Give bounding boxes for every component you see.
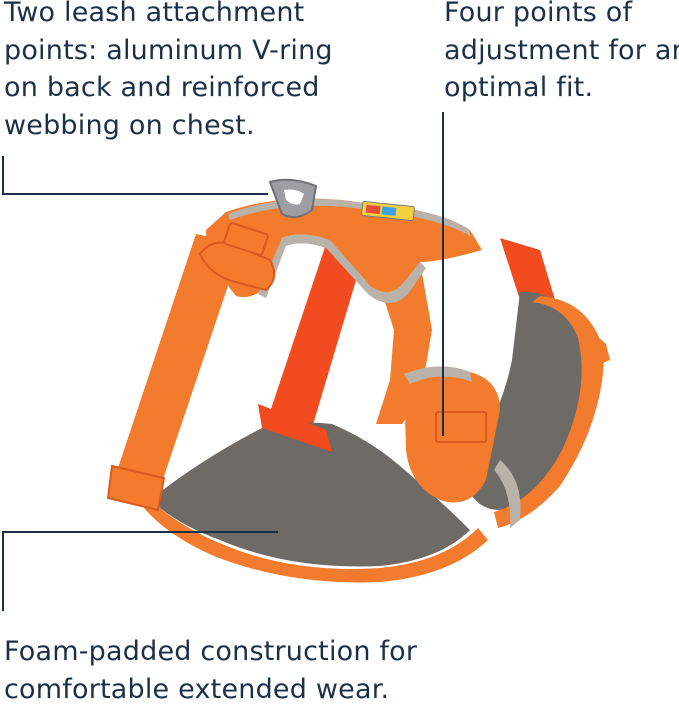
right-belly-strap [500,238,555,300]
front-slider [436,412,486,442]
callout-line: comfortable extended wear. [4,671,417,708]
leash-callout-line-horizontal [2,193,268,195]
foam-callout-line-vertical [2,531,4,611]
callout-line: Four points of [444,0,679,32]
callout-line: Foam-padded construction for [4,633,417,671]
leash-callout-line-vertical [2,156,4,194]
callout-line: adjustment for an [444,32,679,70]
leash-attachment-callout: Two leash attachment points: aluminum V-… [4,0,333,144]
adjustment-callout-line [442,112,444,436]
callout-line: Two leash attachment [4,0,333,32]
callout-line: webbing on chest. [4,107,333,145]
callout-line: optimal fit. [444,69,679,107]
foam-callout-line-horizontal [2,531,278,533]
callout-line: points: aluminum V-ring [4,32,333,70]
foam-padding-callout: Foam-padded construction for comfortable… [4,633,417,708]
callout-line: on back and reinforced [4,69,333,107]
adjustment-callout: Four points of adjustment for an optimal… [444,0,679,107]
